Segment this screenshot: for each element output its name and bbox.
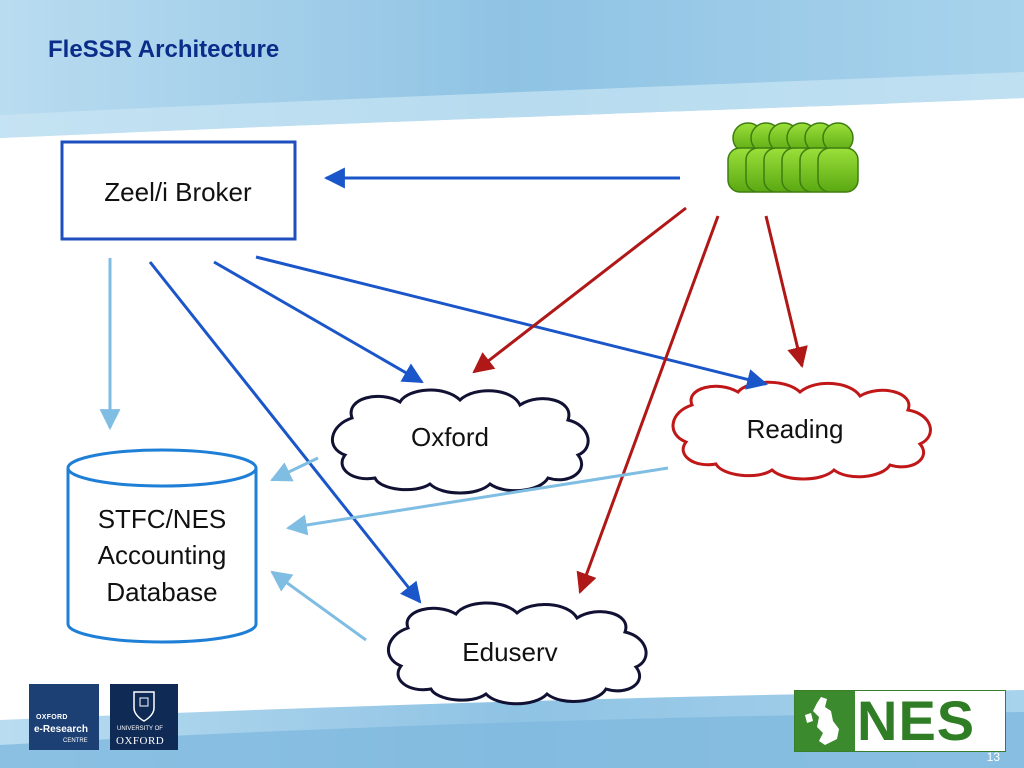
page-number: 13 bbox=[986, 750, 1000, 764]
database-label-line1: STFC/NES bbox=[98, 504, 227, 534]
header-band-wave bbox=[0, 72, 1024, 138]
eduserv-cloud: Eduserv bbox=[386, 601, 648, 706]
database-label-line3: Database bbox=[106, 577, 217, 607]
arrow-broker-to-reading bbox=[255, 255, 769, 390]
university-of-oxford-logo: UNIVERSITY OF OXFORD bbox=[110, 684, 178, 750]
database-label-line2: Accounting bbox=[98, 540, 227, 570]
oerc-logo-line3: CENTRE bbox=[63, 738, 88, 744]
reading-cloud: Reading bbox=[671, 380, 932, 481]
broker-box bbox=[60, 140, 297, 241]
arrow-oxford-to-database bbox=[270, 456, 319, 482]
uk-map-icon bbox=[795, 691, 855, 751]
uox-logo-line2: OXFORD bbox=[116, 735, 165, 747]
arrow-eduserv-to-database bbox=[270, 570, 367, 642]
nes-logo-text: NES bbox=[857, 689, 976, 752]
oerc-logo: OXFORD e-Research CENTRE bbox=[29, 684, 99, 750]
arrow-broker-to-eduserv bbox=[148, 261, 422, 604]
oxford-crest-icon bbox=[133, 691, 155, 722]
oerc-logo-line1: OXFORD bbox=[36, 714, 68, 721]
footer-band-wave bbox=[0, 712, 1024, 768]
users-group-icon bbox=[727, 122, 859, 193]
arrow-users-to-oxford bbox=[472, 206, 687, 374]
oerc-logo-line2: e-Research bbox=[34, 724, 88, 735]
reading-label: Reading bbox=[747, 414, 844, 444]
arrow-broker-to-oxford bbox=[213, 260, 424, 384]
broker-label: Zeel/i Broker bbox=[104, 177, 252, 207]
uox-logo-line1: UNIVERSITY OF bbox=[117, 726, 163, 732]
oxford-cloud: Oxford bbox=[330, 388, 590, 495]
arrow-reading-to-database bbox=[285, 466, 669, 536]
arrow-users-to-eduserv bbox=[576, 215, 720, 594]
accounting-database: STFC/NES Accounting Database bbox=[66, 448, 258, 644]
oxford-label: Oxford bbox=[411, 422, 489, 452]
eduserv-label: Eduserv bbox=[462, 637, 557, 667]
slide-title: FleSSR Architecture bbox=[48, 36, 280, 63]
arrow-users-to-reading bbox=[764, 215, 808, 369]
nes-logo: NES bbox=[794, 690, 1006, 752]
